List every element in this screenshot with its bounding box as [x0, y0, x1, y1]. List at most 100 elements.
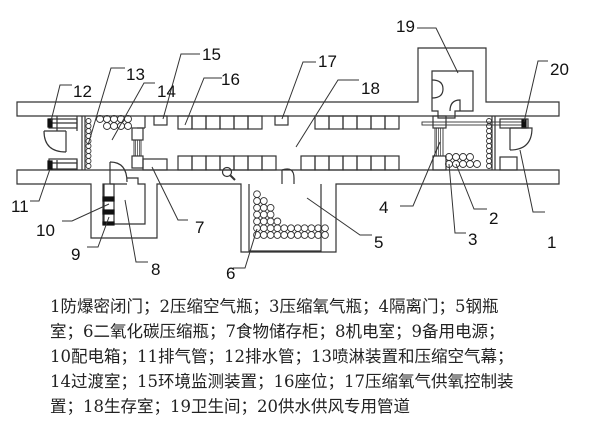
seat	[233, 155, 249, 171]
label-12: 12	[73, 82, 92, 101]
machine-room-door	[109, 161, 128, 185]
environment-monitor-15	[153, 115, 168, 126]
co2-cylinder	[287, 224, 295, 233]
co2-cylinder	[259, 197, 268, 205]
seat	[205, 115, 221, 130]
cylinder-room-door	[281, 168, 295, 184]
seat	[261, 155, 277, 171]
seat	[247, 155, 263, 171]
backup-power-and-distribution	[102, 183, 115, 226]
co2-cylinder	[321, 224, 329, 233]
label-18: 18	[361, 79, 380, 98]
seat	[205, 155, 221, 171]
label-17: 17	[318, 52, 337, 71]
co2-cylinder	[307, 224, 316, 233]
label-4: 4	[379, 198, 388, 217]
leader-lines	[30, 27, 548, 269]
oxygen-control-17	[274, 115, 289, 126]
refuge-chamber-floor-plan: 1 2 3 4 5 6 7 8 9 10 11 12 13 14 15 16 1…	[11, 17, 569, 283]
tunnel-walls	[16, 47, 560, 253]
label-2: 2	[489, 209, 498, 228]
co2-cylinder	[280, 231, 289, 239]
seat	[370, 155, 386, 171]
seat	[177, 155, 193, 171]
tunnel-top-wall	[16, 47, 560, 117]
seat	[233, 115, 249, 130]
label-14: 14	[157, 82, 176, 101]
co2-cylinder	[253, 190, 261, 199]
compressed-cylinders-2-3	[445, 153, 481, 168]
label-13: 13	[126, 65, 145, 84]
co2-cylinder	[259, 210, 268, 219]
seat	[356, 115, 372, 130]
transition-room-cylinders	[96, 115, 132, 130]
co2-cylinder	[259, 217, 268, 226]
toilet-19	[431, 70, 474, 119]
co2-cylinder	[266, 217, 275, 226]
co2-cylinder	[300, 231, 309, 239]
legend-caption: 1防爆密闭门；2压缩空气瓶；3压缩氧气瓶；4隔离门；5钢瓶 室；6二氧化碳压缩瓶…	[50, 294, 590, 419]
supply-pipe-20	[421, 119, 527, 129]
co2-cylinder	[266, 203, 275, 212]
drain-pipe-12	[47, 118, 53, 128]
tunnel-bottom-wall	[16, 169, 560, 253]
legend-line: 14过渡室；15环境监测装置；16座位；17压缩氧气供氧控制装	[50, 372, 514, 391]
seat	[219, 115, 235, 130]
co2-cylinder	[280, 224, 289, 233]
co2-cylinder	[321, 231, 329, 239]
seat	[356, 155, 372, 171]
legend-line: 置；18生存室；19卫生间；20供水供风专用管道	[50, 397, 410, 416]
seat	[191, 155, 207, 171]
label-15: 15	[202, 45, 221, 64]
seats-bottom-row	[177, 155, 400, 171]
co2-cylinder	[266, 224, 275, 233]
seat	[384, 115, 400, 130]
co2-cylinder	[273, 224, 282, 233]
co2-cylinder	[266, 231, 275, 239]
steel-cylinder-room-5	[248, 178, 322, 252]
seat	[314, 155, 330, 171]
co2-cylinder	[259, 224, 268, 233]
exhaust-pipe-11	[47, 160, 53, 170]
seat	[177, 115, 193, 130]
co2-cylinder	[253, 217, 261, 226]
legend-line: 10配电箱；11排气管；12排水管；13喷淋装置和压缩空气幕；	[50, 347, 514, 366]
seat	[342, 115, 358, 130]
food-storage-cabinet-7	[142, 158, 168, 171]
co2-cylinder	[266, 210, 275, 219]
seat	[191, 115, 207, 130]
seat	[328, 115, 344, 130]
right-blast-door	[499, 118, 533, 171]
co2-cylinder	[273, 217, 282, 226]
co2-cylinder	[307, 231, 316, 239]
label-3: 3	[468, 230, 477, 249]
label-5: 5	[374, 233, 383, 252]
co2-cylinder	[253, 197, 261, 205]
co2-cylinder	[300, 224, 309, 233]
co2-cylinder	[273, 231, 282, 239]
number-labels: 1 2 3 4 5 6 7 8 9 10 11 12 13 14 15 16 1…	[11, 17, 569, 283]
seat	[328, 155, 344, 171]
magnifier-icon	[221, 166, 236, 181]
seat	[384, 155, 400, 171]
label-10: 10	[36, 221, 55, 240]
seat	[300, 155, 316, 171]
legend-line: 1防爆密闭门；2压缩空气瓶；3压缩氧气瓶；4隔离门；5钢瓶	[50, 297, 499, 316]
seats-top-row	[177, 115, 400, 130]
seat	[370, 115, 386, 130]
co2-cylinder	[293, 224, 302, 233]
spray-curtain-right	[486, 118, 492, 169]
co2-cylinders-6	[253, 190, 329, 239]
co2-cylinder	[287, 231, 295, 239]
label-19: 19	[396, 17, 415, 36]
label-20: 20	[550, 60, 569, 79]
co2-cylinder	[253, 210, 261, 219]
co2-cylinder	[293, 231, 302, 239]
seat	[314, 115, 330, 130]
co2-cylinder	[253, 203, 261, 212]
co2-cylinder	[259, 203, 268, 212]
co2-cylinder	[259, 231, 268, 239]
label-9: 9	[71, 245, 80, 264]
label-11: 11	[11, 197, 29, 216]
label-1: 1	[547, 233, 556, 252]
